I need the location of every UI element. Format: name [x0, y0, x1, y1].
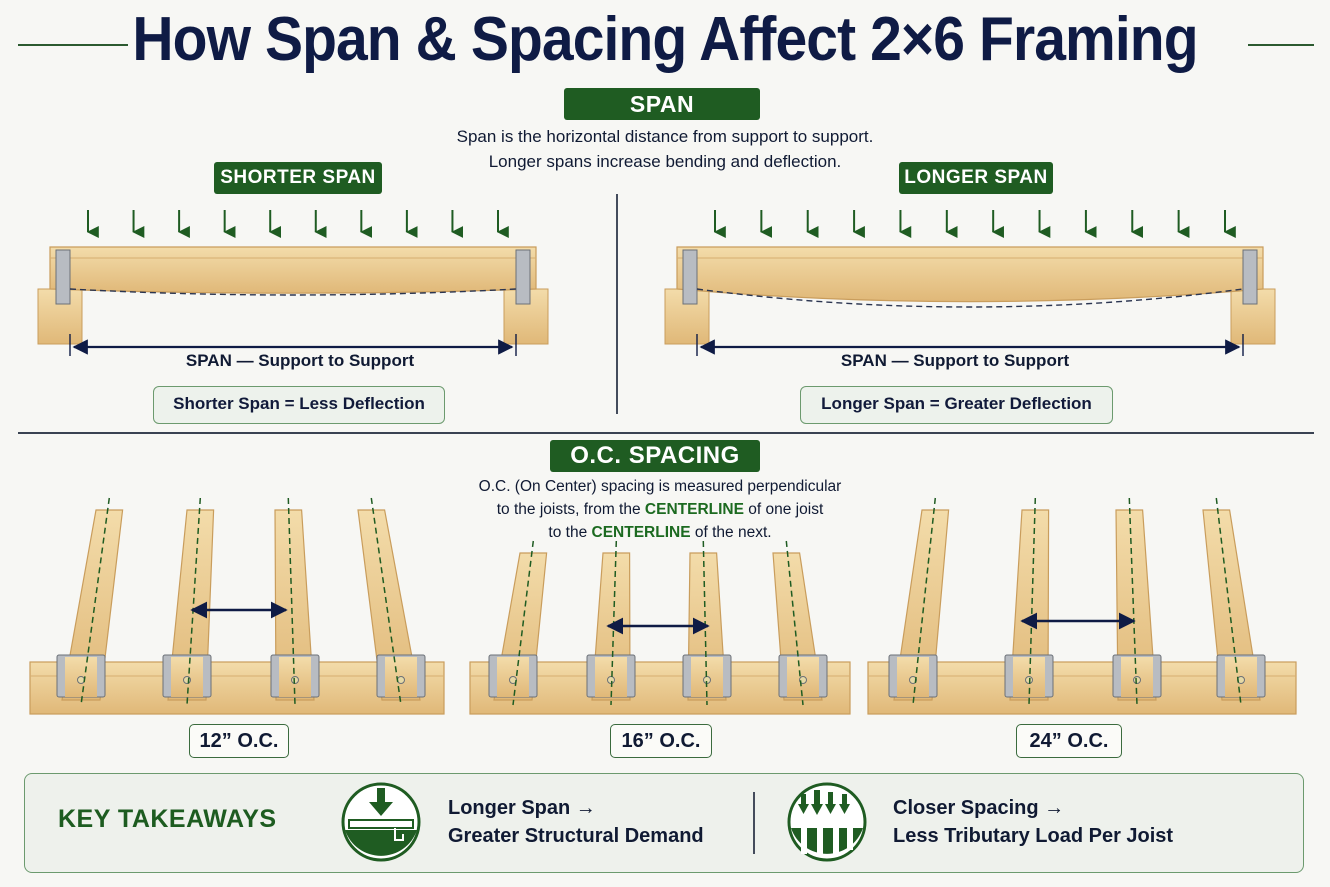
takeaway-1-text: Longer Span → Greater Structural Demand: [448, 794, 704, 850]
oc-label-12: 12” O.C.: [189, 724, 289, 758]
takeaway-2-line1: Closer Spacing →: [893, 797, 1065, 819]
key-takeaways-heading: KEY TAKEAWAYS: [58, 805, 277, 833]
oc-12-joist: [61, 509, 124, 701]
shorter-span-left-hanger: [55, 249, 71, 305]
spacing-desc-line3: to the CENTERLINE of the next.: [400, 521, 920, 544]
span-divider: [616, 194, 618, 414]
oc-24-centerline: [1128, 497, 1138, 706]
oc-24-group: [867, 497, 1297, 715]
spacing-desc-line3-a: to the: [548, 524, 588, 541]
longer-span-note: Longer Span = Greater Deflection: [800, 386, 1113, 424]
oc-24-joist: [1009, 509, 1050, 701]
longer-span-right-hanger: [1242, 249, 1258, 305]
takeaways-divider: [753, 792, 755, 854]
spacing-description: O.C. (On Center) spacing is measured per…: [400, 475, 920, 544]
span-desc-line2: Longer spans increase bending and deflec…: [488, 152, 842, 171]
longer-span-dimension-label: SPAN — Support to Support: [840, 351, 1070, 370]
longer-span-left-hanger: [682, 249, 698, 305]
oc-24-bolt: [909, 676, 917, 684]
oc-16-centerline: [512, 540, 535, 706]
longer-span-deflection-curve: [696, 288, 1244, 308]
key-takeaways-panel: KEY TAKEAWAYS Longer Span → Greater Stru…: [24, 773, 1304, 873]
shorter-span-right-hanger: [515, 249, 531, 305]
oc-label-16: 16” O.C.: [610, 724, 712, 758]
oc-12-bolt: [397, 676, 405, 684]
oc-12-joist: [357, 509, 421, 701]
span-description: Span is the horizontal distance from sup…: [300, 124, 1030, 174]
spacing-desc-line2-b: of one joist: [748, 501, 824, 518]
oc-16-centerline: [785, 540, 804, 706]
oc-12-centerline: [80, 497, 111, 706]
oc-24-centerline: [1028, 497, 1037, 706]
centerline-highlight-2: CENTERLINE: [591, 524, 691, 541]
oc-24-joist: [893, 509, 950, 701]
oc-12-group: [29, 497, 445, 715]
oc-12-centerline: [370, 497, 402, 706]
oc-12-joist: [274, 509, 315, 701]
spacing-desc-line1: O.C. (On Center) spacing is measured per…: [478, 478, 842, 495]
shorter-span-label: SHORTER SPAN: [214, 162, 382, 194]
oc-12-centerline: [287, 497, 296, 706]
span-heading: SPAN: [564, 88, 760, 120]
span-desc-line1: Span is the horizontal distance from sup…: [456, 127, 874, 146]
longer-span-demand-icon: [341, 782, 421, 862]
oc-24-joist: [1115, 509, 1157, 701]
takeaway-2-text: Closer Spacing → Less Tributary Load Per…: [893, 794, 1173, 850]
spacing-heading: O.C. SPACING: [550, 440, 760, 472]
oc-12-bolt: [183, 676, 191, 684]
takeaway-1-line2: Greater Structural Demand: [448, 825, 704, 847]
oc-24-centerline: [912, 497, 937, 706]
oc-12-bolt: [77, 676, 85, 684]
oc-24-bolt: [1133, 676, 1141, 684]
spacing-desc-line2-a: to the joists, from the: [496, 501, 641, 518]
title-rule-left: [18, 44, 128, 46]
oc-24-joist: [1202, 509, 1261, 701]
shorter-span-beam-group: [37, 210, 549, 356]
longer-span-beam-group: [664, 210, 1276, 356]
oc-16-group: [469, 540, 851, 715]
takeaway-1-line1: Longer Span →: [448, 797, 596, 819]
shorter-span-deflection-curve: [69, 288, 517, 296]
centerline-highlight-1: CENTERLINE: [644, 501, 744, 518]
spacing-desc-line2: to the joists, from the CENTERLINE of on…: [400, 498, 920, 521]
takeaway-2-line2: Less Tributary Load Per Joist: [893, 825, 1174, 847]
spacing-desc-line3-b: of the next.: [694, 524, 772, 541]
shorter-span-dimension-label: SPAN — Support to Support: [185, 351, 415, 370]
closer-spacing-load-icon: [787, 782, 867, 862]
section-divider: [18, 432, 1314, 434]
shorter-span-note: Shorter Span = Less Deflection: [153, 386, 445, 424]
title-rule-right: [1248, 44, 1314, 46]
longer-span-label: LONGER SPAN: [899, 162, 1053, 194]
page-title: How Span & Spacing Affect 2×6 Framing: [132, 5, 1198, 74]
oc-label-24: 24” O.C.: [1016, 724, 1122, 758]
oc-24-centerline: [1215, 497, 1242, 706]
oc-12-centerline: [186, 497, 202, 706]
